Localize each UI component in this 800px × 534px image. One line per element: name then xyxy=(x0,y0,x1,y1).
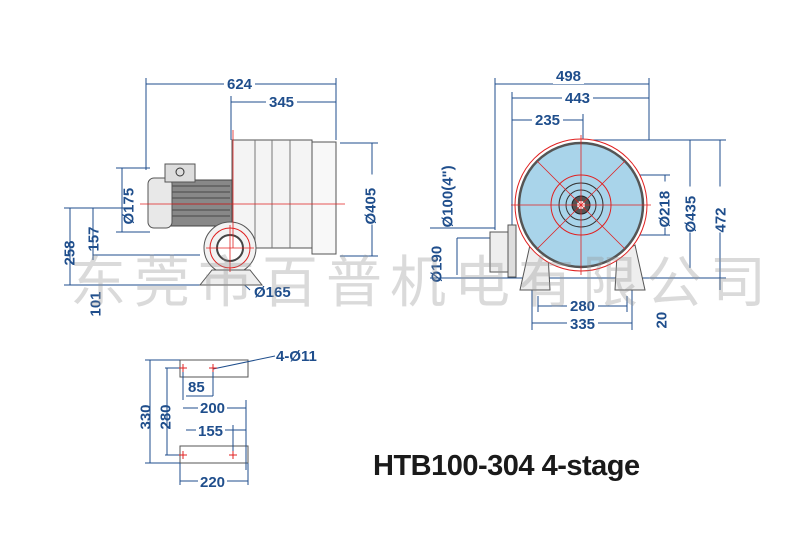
dim-345: 345 xyxy=(266,95,298,110)
dim-inlet-flange: Ø165 xyxy=(254,284,291,301)
model-title: HTB100-304 4-stage xyxy=(373,450,640,482)
base-view xyxy=(145,355,276,485)
front-view-centerlines xyxy=(511,135,651,275)
dim-casing-diameter-side: Ø405 xyxy=(363,174,380,225)
dim-85: 85 xyxy=(188,379,205,396)
dim-280-base: 280 xyxy=(157,404,175,430)
dim-335: 335 xyxy=(567,317,599,332)
watermark: 东莞市百普机电有限公司 xyxy=(70,251,774,316)
dim-outlet-size: Ø100(4") xyxy=(439,165,457,228)
dim-motor-diameter: Ø175 xyxy=(120,187,138,225)
dim-holes: 4-Ø11 xyxy=(276,348,317,365)
side-view-centerlines xyxy=(140,130,345,272)
dim-443: 443 xyxy=(562,91,594,106)
dim-624: 624 xyxy=(224,77,256,92)
dim-hub-diameter: Ø218 xyxy=(657,181,674,228)
dim-220: 220 xyxy=(198,474,228,491)
dim-235: 235 xyxy=(532,113,564,128)
dim-200: 200 xyxy=(198,400,228,417)
dim-casing-diameter-front: Ø435 xyxy=(683,186,700,233)
dim-155: 155 xyxy=(196,423,226,440)
dim-330: 330 xyxy=(137,404,155,430)
dim-498: 498 xyxy=(553,69,585,84)
dim-280-front: 280 xyxy=(567,299,599,314)
dim-472: 472 xyxy=(713,186,730,233)
